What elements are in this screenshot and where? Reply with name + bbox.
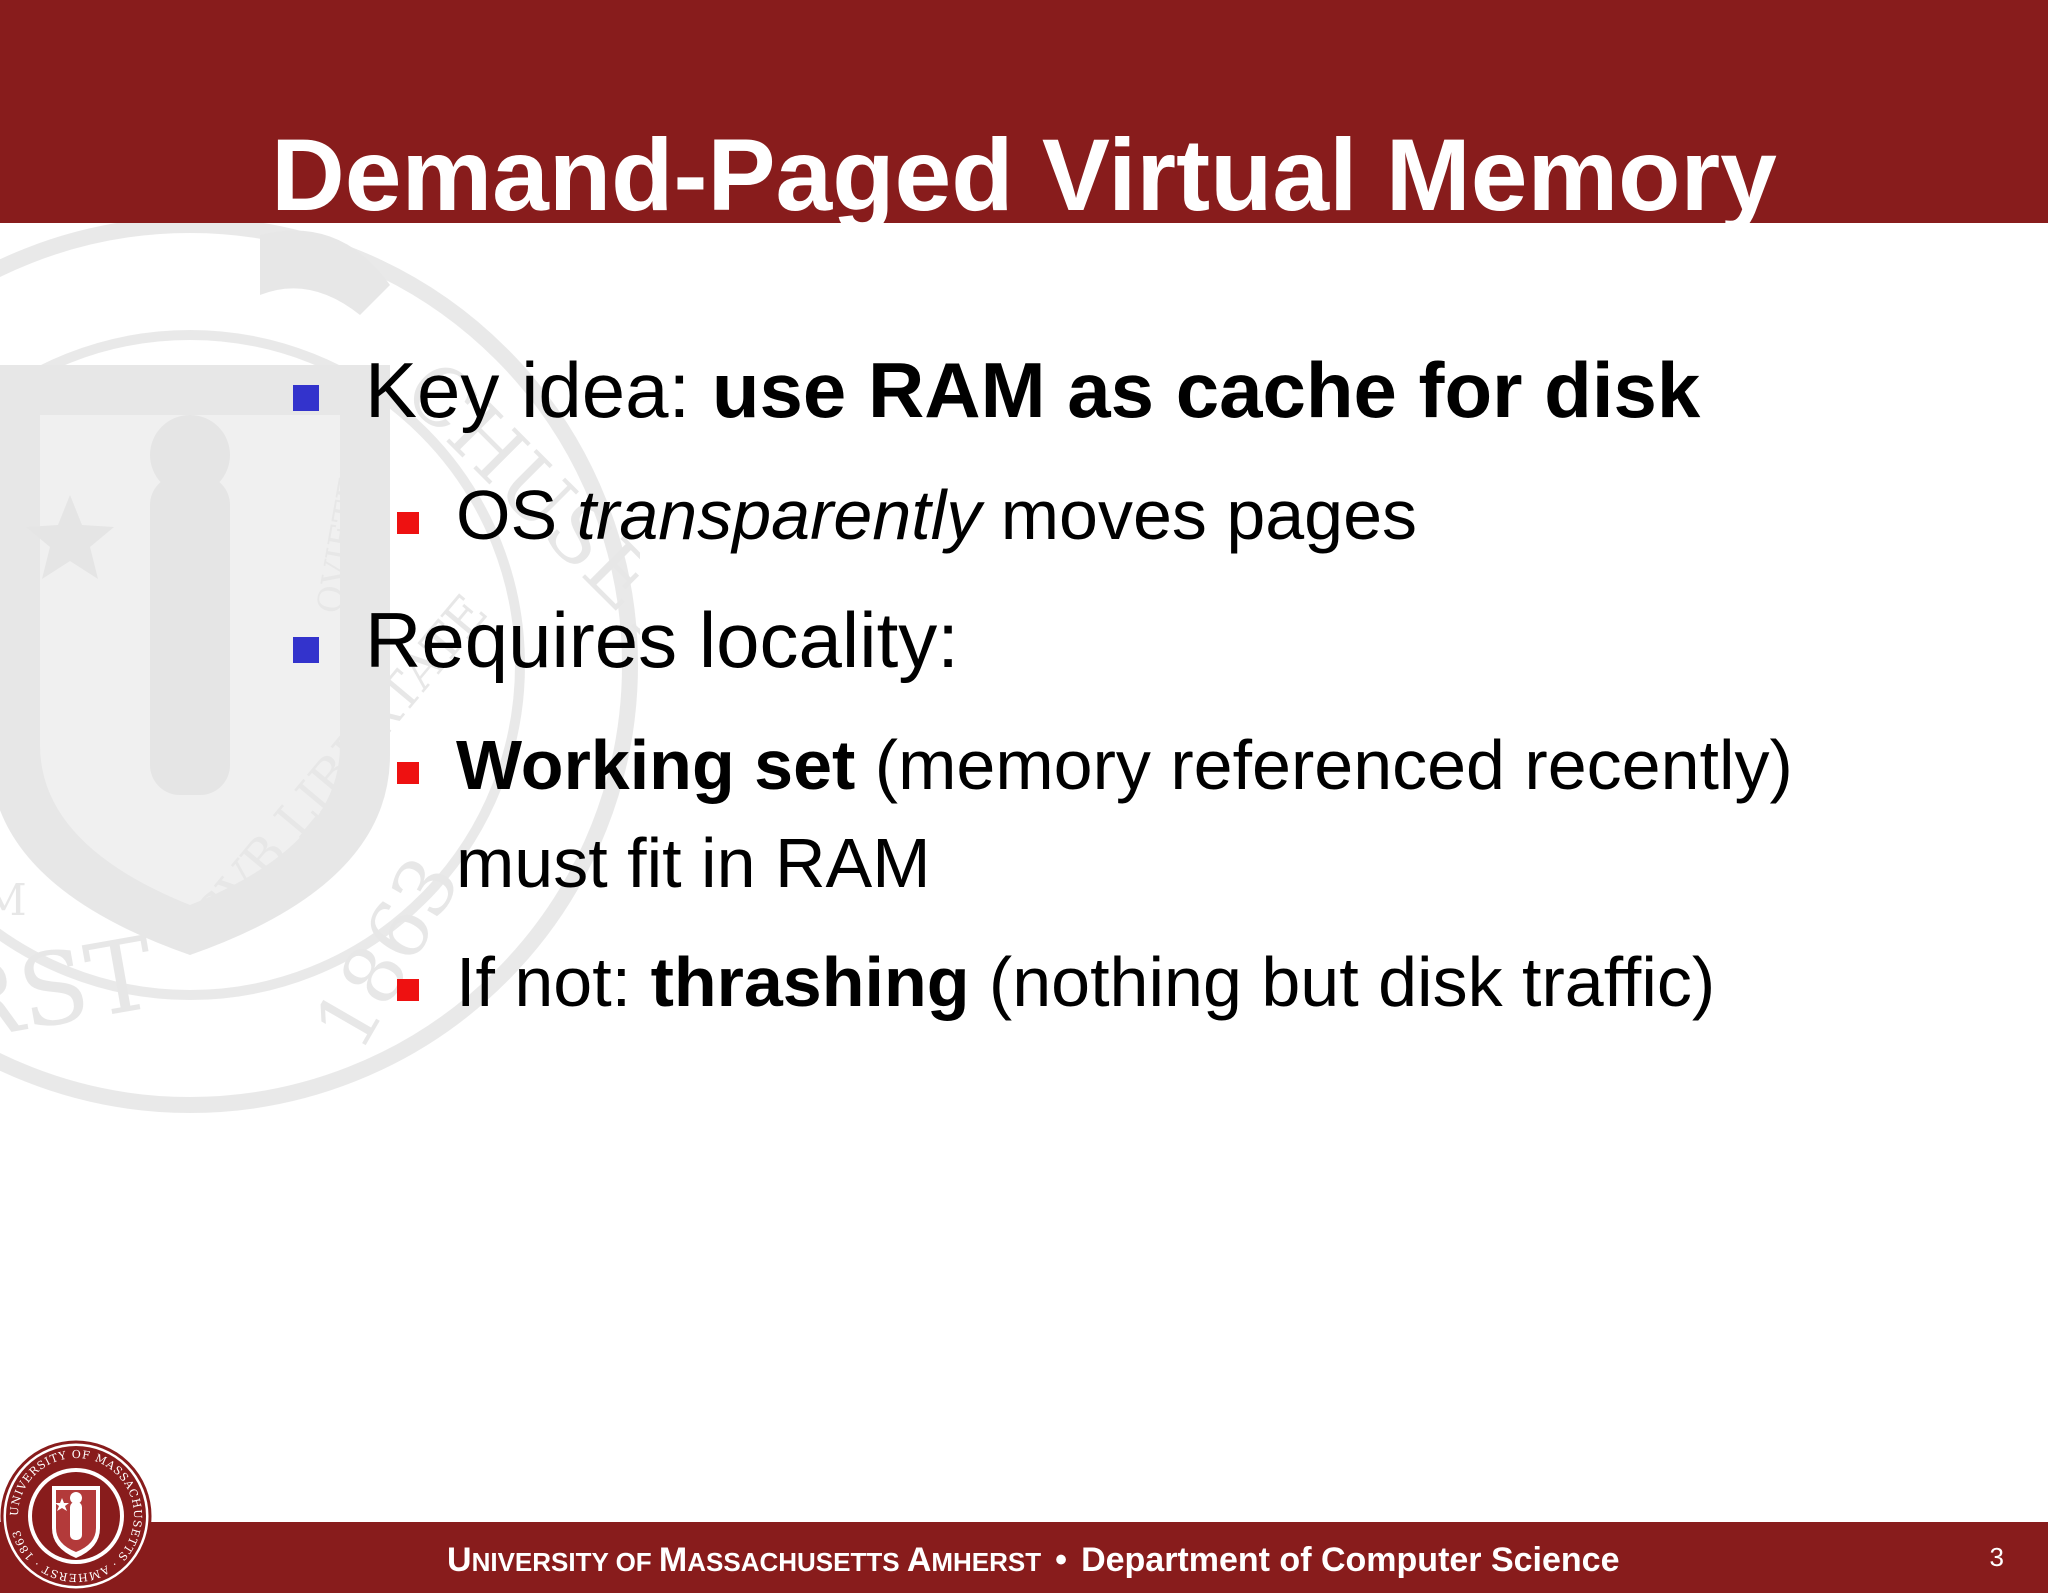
bullet-item-key-idea: Key idea: use RAM as cache for disk bbox=[365, 340, 1700, 440]
bullet-text-bold: thrashing bbox=[650, 943, 970, 1021]
bullet-text-italic: transparently bbox=[576, 476, 982, 554]
bullet-text-bold: Working set bbox=[456, 726, 856, 804]
bullet-text: (nothing but disk traffic) bbox=[969, 943, 1716, 1021]
bullet-text: If not: bbox=[456, 943, 651, 1021]
sub-bullet-item-os-transparently: OS transparently moves pages bbox=[456, 466, 1417, 564]
footer-university-department: UNIVERSITY OF MASSACHUSETTS AMHERST•Depa… bbox=[447, 1541, 1620, 1579]
bullet-item-requires-locality: Requires locality: bbox=[365, 590, 959, 690]
sub-bullet-marker-square-icon bbox=[397, 979, 419, 1001]
bullet-text: Requires locality: bbox=[365, 596, 959, 684]
massachusetts-seal-watermark-icon: CHUSETTS ERST SVB LIBERTATE QVIETEM 1863… bbox=[0, 217, 640, 1113]
footer-department: Department of Computer Science bbox=[1081, 1541, 1620, 1579]
sub-bullet-item-thrashing: If not: thrashing (nothing but disk traf… bbox=[456, 933, 1715, 1031]
umass-seal-logo-icon: UNIVERSITY OF MASSACHUSETTS · AMHERST · … bbox=[0, 1440, 152, 1592]
bullet-marker-square-icon bbox=[293, 637, 319, 663]
bullet-text: OS bbox=[456, 476, 577, 554]
title-bar bbox=[0, 0, 2048, 223]
svg-text:AM: AM bbox=[0, 875, 27, 926]
bullet-text: must fit in RAM bbox=[456, 824, 931, 902]
sub-bullet-marker-square-icon bbox=[397, 762, 419, 784]
slide-content: Key idea: use RAM as cache for disk OS t… bbox=[293, 340, 1793, 1031]
page-number: 3 bbox=[1989, 1542, 2004, 1572]
sub-bullet-continuation: must fit in RAM bbox=[456, 814, 931, 912]
bullet-text: (memory referenced recently) bbox=[855, 726, 1793, 804]
bullet-text-bold: use RAM as cache for disk bbox=[711, 346, 1701, 434]
footer-separator: • bbox=[1055, 1541, 1068, 1579]
slide-title: Demand-Paged Virtual Memory bbox=[271, 118, 1777, 232]
sub-bullet-marker-square-icon bbox=[397, 512, 419, 534]
bullet-text: moves pages bbox=[981, 476, 1418, 554]
bullet-marker-square-icon bbox=[293, 385, 319, 411]
footer-bar bbox=[0, 1522, 2048, 1593]
bullet-text: Key idea: bbox=[365, 346, 712, 434]
sub-bullet-item-working-set: Working set (memory referenced recently) bbox=[456, 716, 1793, 814]
